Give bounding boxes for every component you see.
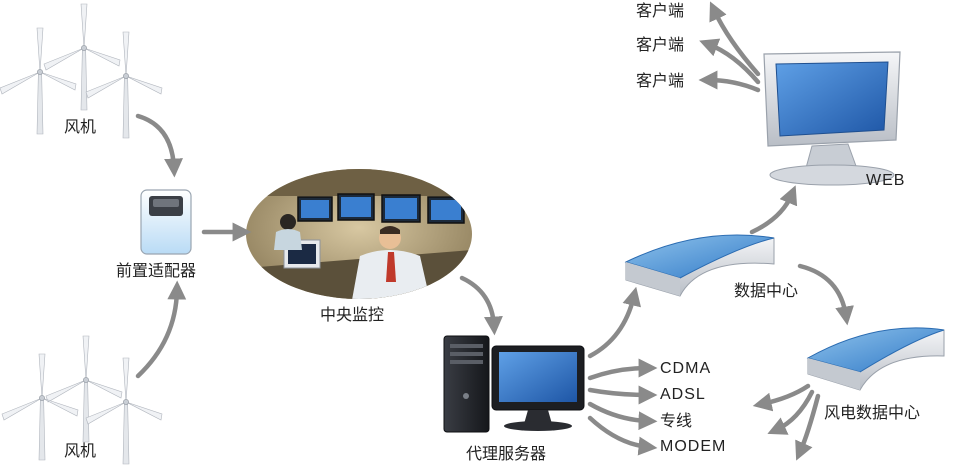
wind-data-center-label: 风电数据中心 <box>824 403 921 422</box>
proxy-server-label: 代理服务器 <box>466 444 547 463</box>
arrow-datacenter-to-web <box>749 185 798 235</box>
web-label: WEB <box>866 172 906 189</box>
arrow-proxy-to-cdma <box>587 358 658 381</box>
adapter-label: 前置适配器 <box>116 261 197 280</box>
wind-data-center-device-icon <box>806 327 945 391</box>
flow-arrows <box>135 1 854 461</box>
data-center-label: 数据中心 <box>734 281 799 300</box>
client-label-2: 客户端 <box>636 35 685 54</box>
arrow-datacenter-to-winddc <box>797 263 854 326</box>
proxy-server-icon <box>443 335 585 433</box>
arrow-fan-top-to-adapter <box>135 113 183 178</box>
fan-top-label: 风机 <box>64 117 97 136</box>
arrow-proxy-to-adsl <box>587 385 658 405</box>
arrow-web-to-client-2 <box>699 38 761 85</box>
fan-bottom-label: 风机 <box>64 441 97 460</box>
arrow-winddc-out-2 <box>767 389 815 435</box>
client-label-1: 客户端 <box>636 1 685 20</box>
adapter-device-icon <box>140 189 192 255</box>
link-adsl-label: ADSL <box>660 386 706 403</box>
arrow-fan-bottom-to-adapter <box>135 280 187 379</box>
arrow-winddc-out-1 <box>752 383 811 412</box>
link-modem-label: MODEM <box>660 438 727 455</box>
arrow-winddc-out-3 <box>795 393 821 461</box>
arrow-proxy-to-datacenter <box>587 286 642 359</box>
data-center-device-icon <box>624 234 775 297</box>
link-leased-label: 专线 <box>660 411 693 430</box>
web-monitor-icon <box>763 51 901 186</box>
arrow-web-to-client-3 <box>698 70 761 93</box>
monitor-center-label: 中央监控 <box>320 305 385 324</box>
client-label-3: 客户端 <box>636 71 685 90</box>
arrow-web-to-client-1 <box>709 1 761 77</box>
link-cdma-label: CDMA <box>660 360 712 377</box>
arrow-proxy-to-modem <box>587 415 658 456</box>
arrow-proxy-to-leased <box>587 401 658 431</box>
control-room-illustration <box>246 169 472 299</box>
arrow-monitor-to-proxy <box>459 275 503 336</box>
